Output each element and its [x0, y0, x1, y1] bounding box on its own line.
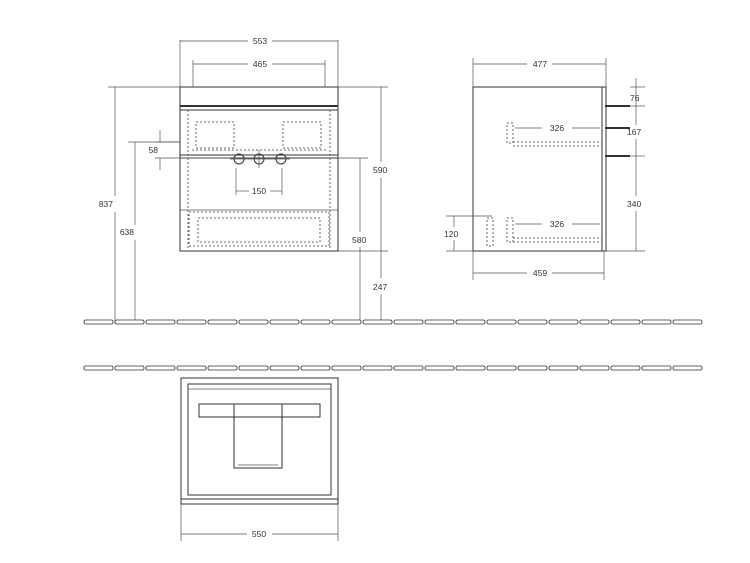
- floor-segment: [424, 365, 455, 371]
- floor-segment: [579, 319, 610, 325]
- front-view: 553 465 837 638 58 150 590: [99, 36, 388, 322]
- dim-340: 340: [627, 199, 641, 209]
- floor-segment: [517, 365, 548, 371]
- floor-segment: [641, 365, 672, 371]
- floor-segment: [393, 319, 424, 325]
- side-view: 477 326 326 459 76 167 340 120: [444, 58, 645, 280]
- floor-segment: [486, 365, 517, 371]
- floor-segment: [393, 365, 424, 371]
- dim-638: 638: [120, 227, 134, 237]
- dim-477: 477: [533, 59, 547, 69]
- floor-segment: [114, 319, 145, 325]
- floor-segment: [145, 365, 176, 371]
- side-cabinet-outline: [472, 86, 607, 252]
- dim-326-bottom: 326: [550, 219, 564, 229]
- floor-segment: [331, 319, 362, 325]
- floor-segment: [238, 365, 269, 371]
- dim-465: 465: [253, 59, 267, 69]
- floor-segment: [176, 319, 207, 325]
- plan-view: 550: [180, 377, 339, 541]
- plan-cabinet-outline: [180, 377, 339, 500]
- floor-segment: [238, 319, 269, 325]
- dim-590: 590: [373, 165, 387, 175]
- floor-line-lower: [83, 365, 703, 371]
- floor-segment: [176, 365, 207, 371]
- floor-segment: [269, 319, 300, 325]
- floor-segment: [548, 365, 579, 371]
- dim-58: 58: [149, 145, 159, 155]
- dim-120: 120: [444, 229, 458, 239]
- dim-326-top: 326: [550, 123, 564, 133]
- floor-segment: [114, 365, 145, 371]
- dim-837: 837: [99, 199, 113, 209]
- floor-segment: [455, 365, 486, 371]
- floor-segment: [672, 365, 703, 371]
- floor-segment: [207, 365, 238, 371]
- floor-segment: [579, 365, 610, 371]
- floor-segment: [145, 319, 176, 325]
- floor-segment: [486, 319, 517, 325]
- floor-segment: [331, 365, 362, 371]
- floor-segment: [455, 319, 486, 325]
- floor-segment: [548, 319, 579, 325]
- floor-segment: [362, 319, 393, 325]
- dim-150: 150: [252, 186, 266, 196]
- dim-247: 247: [373, 282, 387, 292]
- floor-segment: [207, 319, 238, 325]
- plan-basin: [198, 403, 321, 418]
- floor-segment: [300, 319, 331, 325]
- floor-segment: [83, 365, 114, 371]
- floor-segment: [610, 365, 641, 371]
- dim-553: 553: [253, 36, 267, 46]
- floor-segment: [83, 319, 114, 325]
- floor-segment: [610, 319, 641, 325]
- floor-segment: [672, 319, 703, 325]
- floor-segment: [424, 319, 455, 325]
- floor-segment: [517, 319, 548, 325]
- front-drawer: [188, 211, 330, 247]
- floor-segment: [269, 365, 300, 371]
- floor-line-upper: [83, 319, 703, 325]
- floor-segment: [641, 319, 672, 325]
- dim-550: 550: [252, 529, 266, 539]
- dim-167: 167: [627, 127, 641, 137]
- floor-segment: [300, 365, 331, 371]
- plan-siphon-cutout: [233, 403, 283, 469]
- dim-459: 459: [533, 268, 547, 278]
- dim-580: 580: [352, 235, 366, 245]
- dim-76: 76: [630, 93, 640, 103]
- front-cabinet-outline: [179, 86, 339, 252]
- floor-segment: [362, 365, 393, 371]
